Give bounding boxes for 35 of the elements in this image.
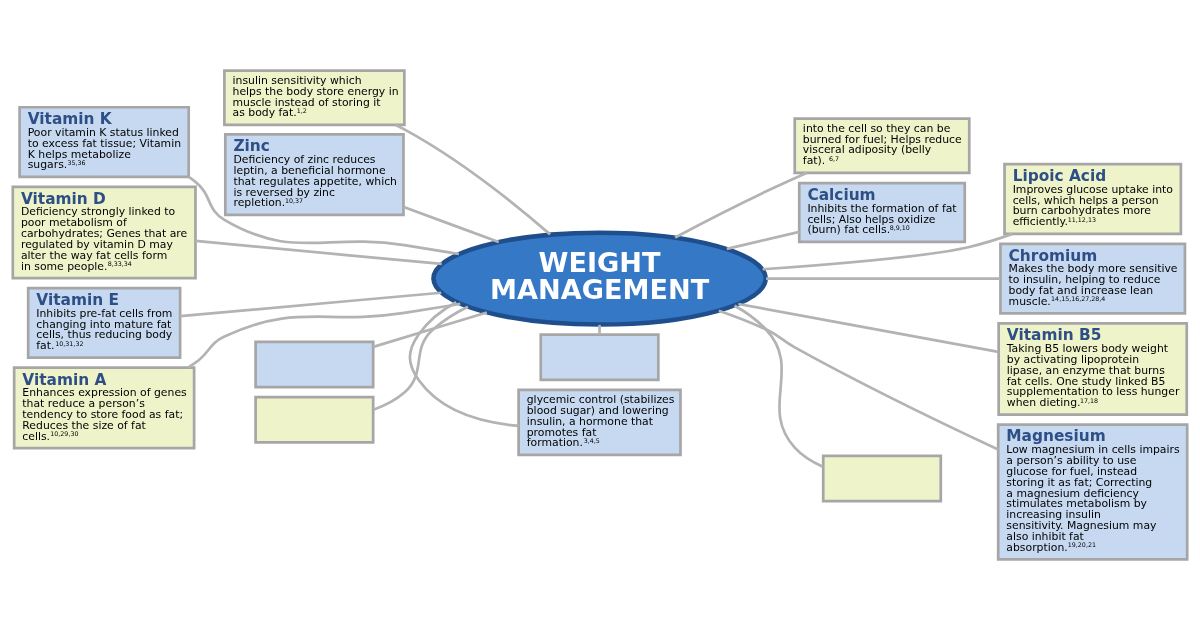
node-box: Zinc Deficiency of zinc reduces leptin, a beneficial hormone that regulates appetite, which is reversed by zinc repletion.$^{10,37}$ xyxy=(223,133,405,217)
node-box: Vitamin K Poor vitamin K status linked to excess fat tissue; Vitamin K helps metabolize sugars.$^{35,36}$ xyxy=(18,105,191,179)
node-box: Vitamin B5 Taking B5 lowers body weight by activating lipoprotein lipase, an enzyme that burns fat cells. One study linked B5 supplementation to less hunger when dieting.$^{17,18}$ xyxy=(997,322,1189,417)
node-box: Vitamin A Enhances expression of genes that reduce a person’s tendency to store food as fat; Reduces the size of fat cells.$^{10,29,30}$ xyxy=(12,366,196,450)
node-box: into the cell so they can be burned for fuel; Helps reduce visceral adiposity (belly fat). $^{6,7}$ xyxy=(793,117,971,175)
connector xyxy=(766,277,1001,280)
node-box: Vitamin D Deficiency strongly linked to poor metabolism of carbohydrates; Genes that are regulated by vitamin D may alter the way fat cells form in some people.$^{8,33,34}$ xyxy=(11,185,197,280)
node-box: Calcium Inhibits the formation of fat cells; Also helps oxidize (burn) fat cells.$^{8,9,10}$ xyxy=(797,181,967,244)
node-box: insulin sensitivity which helps the body store energy in muscle instead of storing it as body fat.$^{1,2}$ xyxy=(223,69,406,127)
node-box: glycemic control (stabilizes blood sugar) and lowering insulin, a hormone that promotes fat formation.$^{3,4,5}$ xyxy=(517,388,682,457)
connector xyxy=(674,171,808,239)
connector xyxy=(403,205,500,244)
connector xyxy=(733,304,824,468)
node-box: Vitamin E Inhibits pre-fat cells from changing into mature fat cells, thus reducing body fat.$^{10,31,32}$ xyxy=(26,286,182,360)
connector xyxy=(762,232,1013,271)
connector xyxy=(726,230,800,251)
connector xyxy=(195,239,442,266)
node-box: Magnesium Low magnesium in cells impairs a person’s ability to use glucose for fuel, instead storing it as fat; Correcting a magnesium deficiency stimulates metabolism by increasing insulin sensitivity. Magnesium may also inhibit fat absorption.$^{19,20,21}$ xyxy=(996,423,1189,561)
node-box xyxy=(821,454,943,503)
connector xyxy=(187,302,461,369)
node-box xyxy=(254,340,375,389)
connector xyxy=(372,311,488,349)
connector xyxy=(372,305,469,411)
connector xyxy=(598,324,601,335)
node-box xyxy=(254,395,375,444)
connector xyxy=(738,302,999,354)
connector xyxy=(180,291,442,318)
node-ellipse: WEIGHT MANAGEMENT xyxy=(431,230,768,327)
connector xyxy=(188,175,460,256)
node-box xyxy=(539,333,660,382)
connector xyxy=(718,309,999,451)
connector xyxy=(395,123,551,236)
connector xyxy=(408,301,519,428)
node-box: Chromium Makes the body more sensitive to insulin, helping to reduce body fat and increase lean muscle.$^{14,15,16,27,28,4}$ xyxy=(999,242,1187,315)
node-box: Lipoic Acid Improves glucose uptake into cells, which helps a person burn carbohydrates more efficiently.$^{11,12,13}$ xyxy=(1003,162,1183,236)
